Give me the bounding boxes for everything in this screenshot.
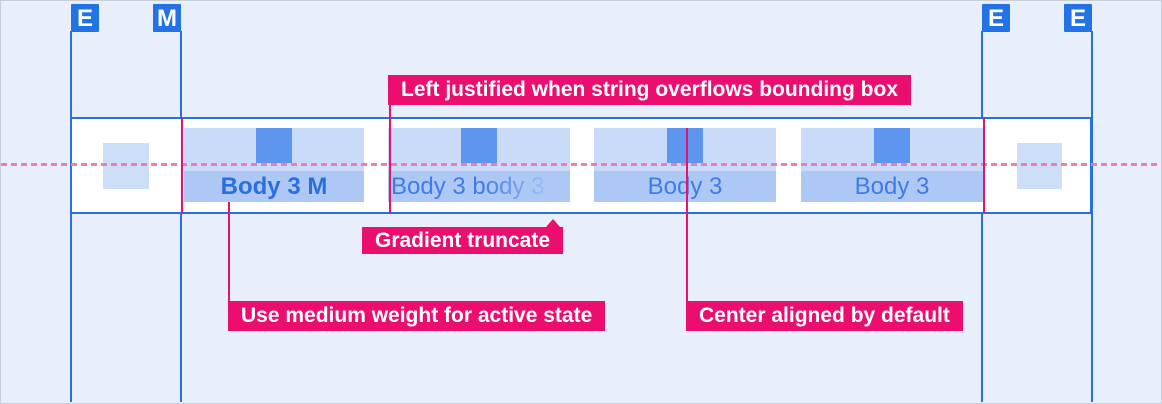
baseline-dashed-line — [1, 163, 1161, 166]
edge-slot-square-right — [1017, 143, 1062, 189]
annotation-center-aligned: Center aligned by default — [686, 301, 963, 331]
pointer-tab4-right-edge — [983, 118, 985, 213]
margin-marker-e-right: E — [1064, 4, 1092, 32]
edge-slot-square-left — [103, 143, 149, 189]
caret-up-icon — [546, 219, 561, 227]
tab-label: Body 3 — [801, 171, 983, 202]
tab-label: Body 3 — [594, 171, 776, 202]
tab-label-truncated: Body 3 body 3 b — [388, 171, 570, 202]
margin-marker-m: M — [153, 4, 181, 32]
tab-placeholder-icon — [667, 128, 703, 163]
annotation-left-justified: Left justified when string overflows bou… — [388, 75, 911, 105]
tab-label: Body 3 M — [184, 171, 364, 202]
pointer-left-justified — [389, 104, 391, 213]
pointer-medium-weight — [228, 202, 230, 301]
annotation-text: Gradient truncate — [375, 229, 551, 252]
pointer-center-aligned — [686, 128, 688, 301]
tab-placeholder-icon — [874, 128, 910, 163]
annotation-gradient-truncate: Gradient truncate — [362, 219, 564, 254]
annotation-medium-weight: Use medium weight for active state — [228, 301, 606, 331]
margin-marker-e-left: E — [71, 4, 99, 32]
margin-marker-e-inner-right: E — [982, 4, 1010, 32]
tab-placeholder-icon — [461, 128, 497, 163]
guide-line-margin-right — [981, 31, 983, 402]
gradient-fade-overlay — [482, 171, 570, 202]
pointer-tab1-left-edge — [181, 118, 183, 213]
guide-line-margin-left — [180, 31, 182, 402]
guide-line-edge-right — [1091, 31, 1093, 402]
guide-line-edge-left — [70, 31, 72, 402]
tab-placeholder-icon — [256, 128, 292, 163]
